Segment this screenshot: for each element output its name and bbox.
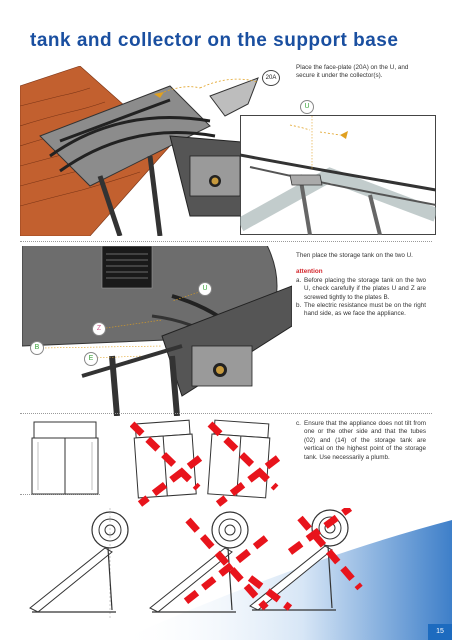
step2-instruction: Then place the storage tank on the two U…	[296, 252, 413, 259]
side-view-wrong-1	[149, 511, 249, 613]
storage-tank-placement-illustration	[22, 246, 292, 416]
step1-instruction: Place the face-plate (20A) on the U, and…	[296, 64, 409, 80]
page-number: 15	[428, 624, 452, 640]
callout-u-step1: U	[300, 100, 314, 114]
list-item: b. The electric resistance must be on th…	[296, 302, 426, 319]
list-item-text: The electric resistance must be on the r…	[304, 302, 426, 318]
section-divider	[20, 413, 432, 414]
u-bracket-detail-inset	[240, 115, 436, 235]
callout-e: E	[84, 352, 98, 366]
tank-side-views	[29, 508, 363, 618]
section-divider	[20, 241, 432, 242]
callout-20a: 20A	[262, 70, 280, 86]
callout-b: B	[30, 341, 44, 355]
list-item-text: Ensure that the appliance does not tilt …	[304, 420, 426, 461]
wrong-marks	[177, 508, 363, 611]
attention-heading: attention	[296, 268, 323, 276]
callout-u-step2: U	[198, 282, 212, 296]
side-view-correct	[29, 508, 129, 618]
list-item-label: b.	[296, 302, 302, 310]
list-item-label: c.	[296, 420, 301, 427]
page-title: tank and collector on the support base	[30, 30, 399, 51]
tank-front-correct	[31, 421, 99, 495]
list-item-label: a.	[296, 276, 302, 284]
list-item-text: Before placing the storage tank on the t…	[304, 276, 426, 301]
callout-z: Z	[92, 322, 106, 336]
tank-front-tilted-wrong	[130, 419, 280, 507]
step3-text-block: c. Ensure that the appliance does not ti…	[296, 420, 426, 462]
collector-faceplate-illustration	[20, 66, 290, 236]
list-item: c. Ensure that the appliance does not ti…	[296, 420, 426, 462]
list-item: a. Before placing the storage tank on th…	[296, 277, 426, 302]
step2-text-block: Then place the storage tank on the two U…	[296, 252, 426, 319]
